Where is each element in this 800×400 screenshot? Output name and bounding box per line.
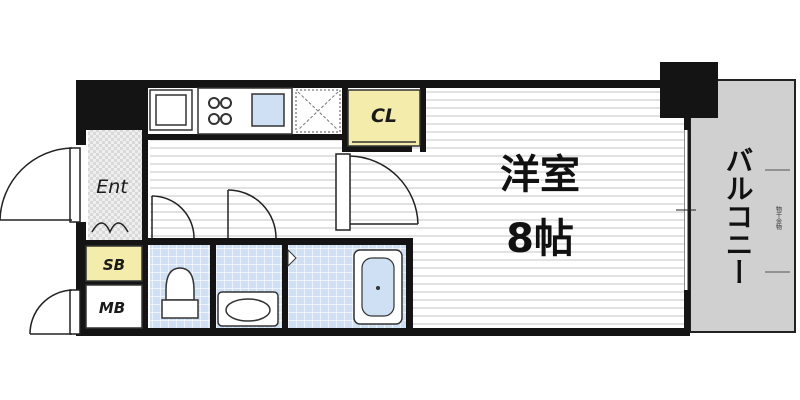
- western-room-size: 8帖: [506, 216, 574, 262]
- wash-door-mark: [287, 248, 297, 268]
- stove-burner: [208, 113, 220, 125]
- meter-door-swing: [29, 289, 73, 335]
- balcony-note: 物干金物: [775, 205, 782, 231]
- entrance-door-swing: [0, 147, 73, 221]
- meter-box-area: [85, 284, 143, 329]
- storage-x-line: [297, 91, 339, 131]
- wall-bottom: [76, 328, 690, 336]
- wall-left-block: [76, 80, 142, 130]
- shoe-box-area: [85, 245, 143, 282]
- entrance-floor: [88, 130, 144, 240]
- washbasin-bowl: [225, 298, 271, 322]
- entrance-step-swing: [91, 222, 129, 234]
- wall-wash-div: [282, 238, 288, 328]
- wall-kitchen-bottom: [146, 134, 342, 140]
- wall-sb-mb-div: [86, 281, 142, 285]
- wall-left-upper: [76, 130, 86, 145]
- closet-label: CL: [371, 105, 397, 127]
- toilet-tank: [161, 299, 199, 319]
- meter-box-label: MB: [99, 299, 125, 317]
- balcony-label: バルコニー: [722, 146, 755, 286]
- western-room-label: 洋室: [500, 152, 580, 198]
- room-door-panel: [335, 153, 351, 231]
- wall-left-mid: [76, 222, 86, 240]
- wall-entrance-div: [142, 88, 148, 328]
- stove-burner: [220, 113, 232, 125]
- refrigerator-space: [149, 89, 193, 131]
- toilet-fixture: [165, 267, 195, 301]
- refrigerator-box: [155, 94, 187, 126]
- balcony-area: [689, 79, 796, 333]
- room-door-swing: [349, 155, 419, 225]
- washroom-door-swing: [227, 189, 277, 239]
- shoe-box-label: SB: [103, 256, 125, 274]
- entrance-door-panel: [69, 147, 81, 223]
- wall-wet-top: [146, 238, 412, 245]
- meter-door-panel: [69, 289, 81, 335]
- wall-closet-right: [420, 88, 426, 152]
- kitchen-sink: [251, 93, 285, 127]
- wall-ent-sb-div: [86, 240, 142, 246]
- wall-left-lower: [76, 240, 86, 328]
- stove-burner: [220, 97, 232, 109]
- wall-toilet-div: [210, 238, 216, 328]
- corridor-floor: [150, 140, 412, 240]
- wall-closet-bottom: [342, 146, 412, 152]
- wall-wet-right: [406, 238, 413, 328]
- western-room-floor: [412, 88, 684, 328]
- stove-burner: [208, 97, 220, 109]
- entrance-label: Ent: [96, 176, 129, 198]
- bathtub-drain: [376, 286, 380, 290]
- toilet-door-swing: [151, 195, 195, 239]
- closet-area: [347, 89, 421, 147]
- wall-top: [76, 80, 690, 88]
- wall-closet-left: [342, 88, 348, 152]
